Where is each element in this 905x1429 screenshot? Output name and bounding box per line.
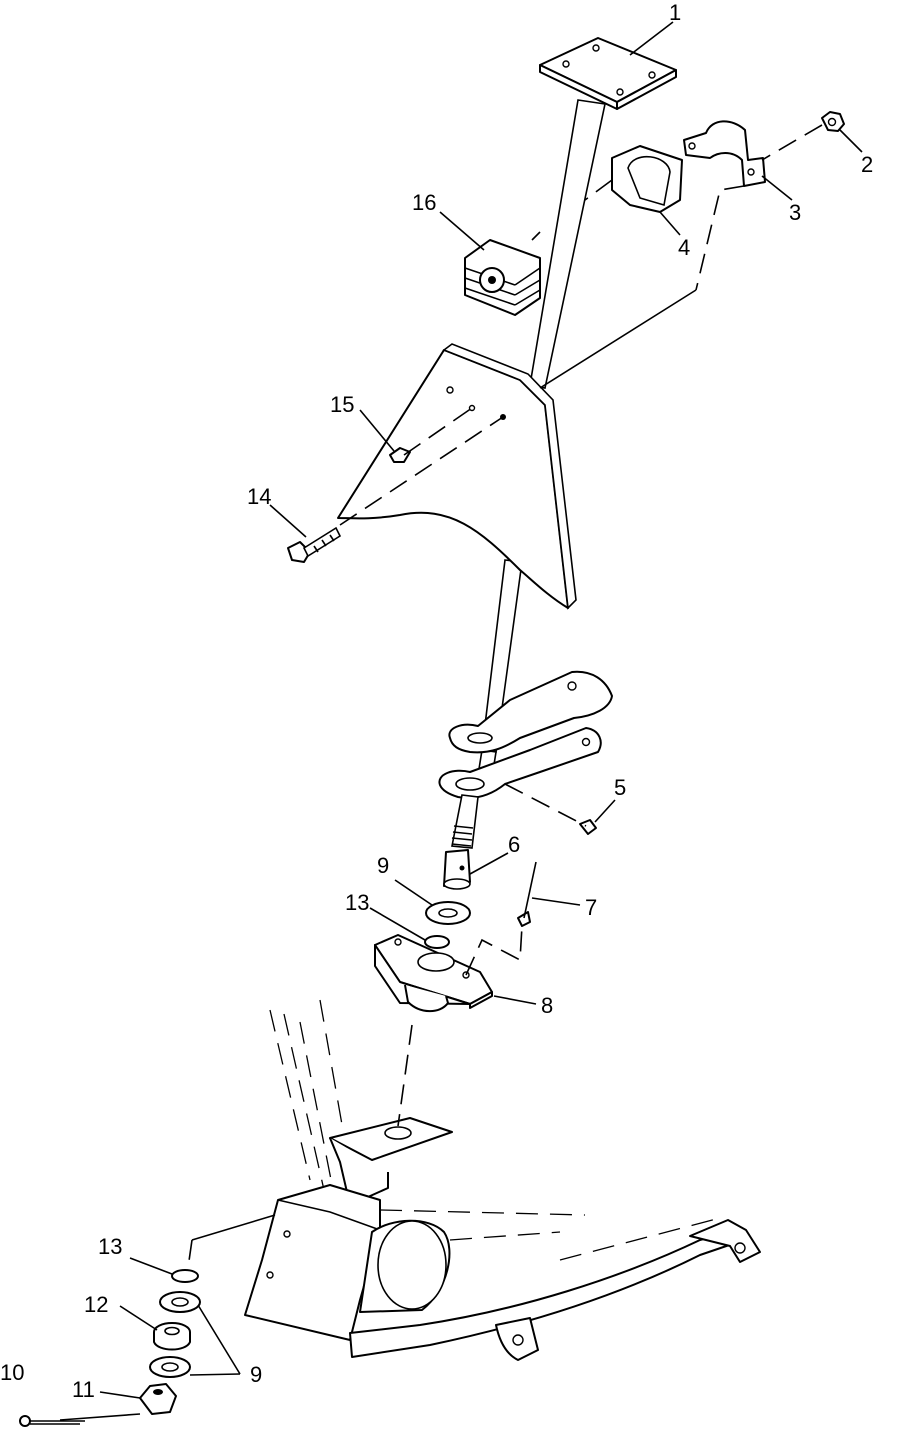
screw <box>579 819 597 835</box>
callout-15: 15 <box>330 392 354 417</box>
callout-leaders <box>59 21 863 1421</box>
wing-nut <box>389 447 411 463</box>
callout-4: 4 <box>678 235 690 260</box>
callout-7: 7 <box>585 895 597 920</box>
bolt <box>287 526 342 563</box>
shaft-coupler <box>443 849 471 890</box>
callout-12: 12 <box>84 1292 108 1317</box>
callout-16: 16 <box>412 190 436 215</box>
callout-8: 8 <box>541 993 553 1018</box>
callout-1: 1 <box>669 0 681 25</box>
callout-13-upper: 13 <box>345 890 369 915</box>
callout-6: 6 <box>508 832 520 857</box>
callout-3: 3 <box>789 200 801 225</box>
rubber-bushing <box>153 1322 191 1351</box>
o-ring-lower <box>171 1269 199 1283</box>
nut <box>821 111 845 132</box>
steering-arm-plates <box>438 670 613 799</box>
washer-lower-b <box>149 1356 191 1378</box>
callout-9-upper: 9 <box>377 853 389 878</box>
callout-5: 5 <box>614 775 626 800</box>
finned-damper-block <box>464 239 541 316</box>
o-ring-upper <box>424 935 450 949</box>
cotter-pin <box>517 861 537 927</box>
callout-numbers: 1 2 3 4 5 6 7 8 9 9 10 11 12 13 13 14 15… <box>0 0 873 1402</box>
clamp-bracket <box>683 120 766 187</box>
bushing-block <box>611 145 683 213</box>
cotter-pin-lower <box>19 1415 85 1427</box>
callout-10: 10 <box>0 1360 24 1385</box>
splined-shaft <box>451 794 479 849</box>
callout-11: 11 <box>72 1377 95 1402</box>
washer-lower-a <box>159 1291 201 1313</box>
frame-housing <box>244 999 761 1361</box>
castle-nut <box>139 1383 177 1415</box>
callout-14: 14 <box>247 484 271 509</box>
callout-13-lower: 13 <box>98 1234 122 1259</box>
callout-9-lower: 9 <box>250 1362 262 1387</box>
callout-2: 2 <box>861 152 873 177</box>
washer-upper <box>425 901 471 925</box>
wing-plate <box>337 343 577 610</box>
pivot-block <box>374 934 493 1013</box>
assembly-lines <box>187 124 823 1269</box>
